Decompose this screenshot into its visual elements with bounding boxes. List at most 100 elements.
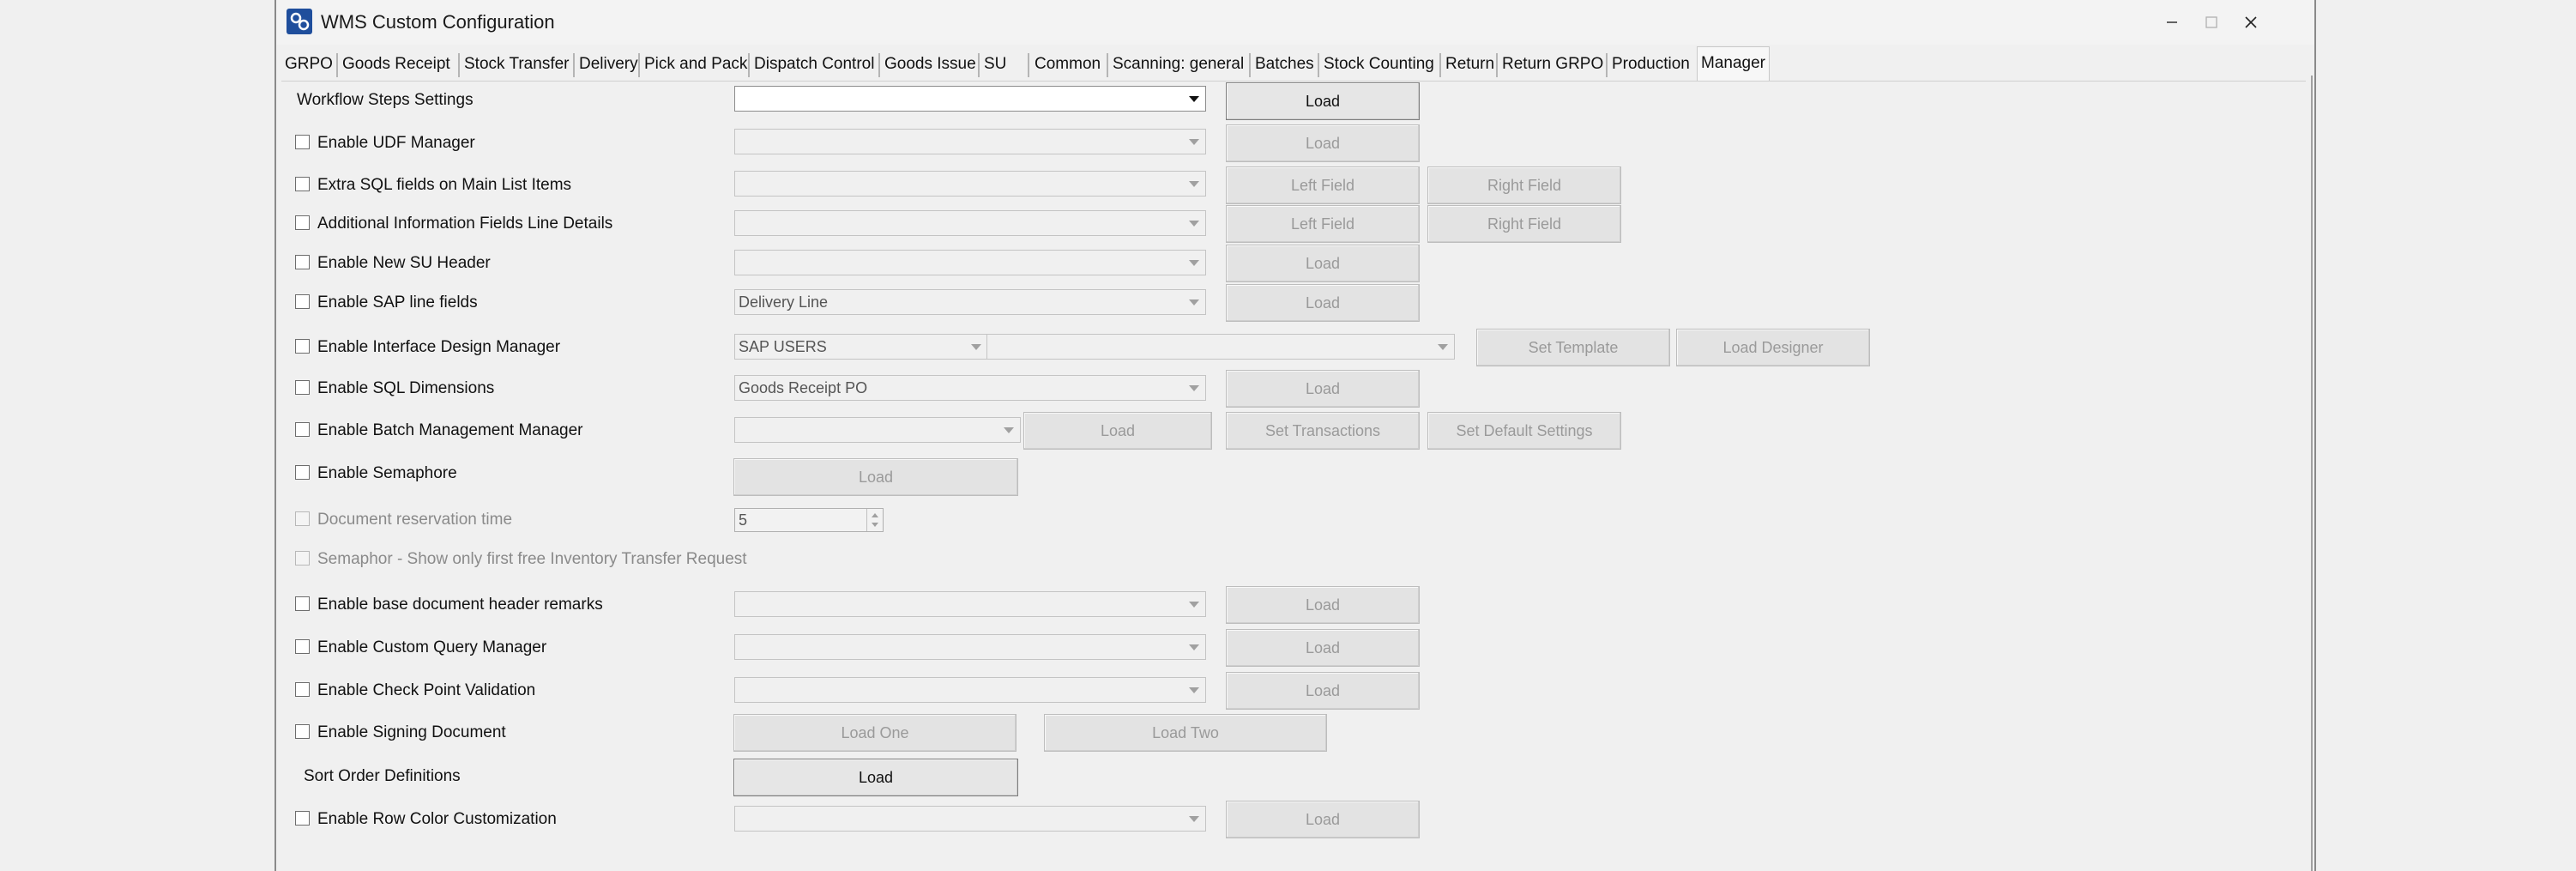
set-transactions-button[interactable]: Set Transactions	[1226, 412, 1420, 450]
tab-goods-receipt[interactable]: Goods Receipt	[342, 55, 450, 73]
chevron-down-icon	[1187, 211, 1201, 235]
su-header-combo[interactable]	[734, 250, 1206, 275]
tab-strip: GRPO Goods Receipt Stock Transfer Delive…	[281, 46, 2306, 82]
sap-line-checkbox[interactable]	[295, 294, 310, 309]
configuration-window: WMS Custom Configuration GRPO Goods Rece…	[274, 0, 2316, 871]
row-color-checkbox[interactable]	[295, 811, 310, 826]
row-color-load-button[interactable]: Load	[1226, 801, 1420, 838]
batch-load-button[interactable]: Load	[1023, 412, 1212, 450]
additional-info-left-field-button[interactable]: Left Field	[1226, 205, 1420, 243]
semaphore-label: Enable Semaphore	[317, 464, 457, 482]
extra-sql-left-field-button[interactable]: Left Field	[1226, 166, 1420, 204]
header-remarks-combo[interactable]	[734, 591, 1206, 617]
additional-info-right-field-button[interactable]: Right Field	[1427, 205, 1621, 243]
su-header-load-button[interactable]: Load	[1226, 245, 1420, 282]
sap-line-label: Enable SAP line fields	[317, 293, 478, 312]
tab-scanning-general[interactable]: Scanning: general	[1113, 55, 1245, 73]
load-designer-button[interactable]: Load Designer	[1676, 329, 1870, 366]
sql-dimensions-combo[interactable]: Goods Receipt PO	[734, 375, 1206, 401]
tab-stock-transfer[interactable]: Stock Transfer	[464, 55, 570, 73]
semaphor-first-label: Semaphor - Show only first free Inventor…	[317, 550, 747, 568]
maximize-button[interactable]	[2177, 3, 2246, 41]
batch-management-label: Enable Batch Management Manager	[317, 421, 583, 439]
panel-border	[2311, 76, 2313, 871]
interface-user-combo[interactable]: SAP USERS	[734, 334, 988, 360]
tab-su[interactable]: SU	[984, 55, 1007, 73]
reservation-time-checkbox[interactable]	[295, 511, 310, 526]
load-one-button[interactable]: Load One	[733, 714, 1017, 752]
batch-management-checkbox[interactable]	[295, 422, 310, 437]
reservation-time-input[interactable]: 5	[734, 508, 884, 532]
chevron-down-icon	[1187, 172, 1201, 196]
load-two-button[interactable]: Load Two	[1044, 714, 1327, 752]
sap-line-combo[interactable]: Delivery Line	[734, 289, 1206, 315]
tab-dispatch-control[interactable]: Dispatch Control	[754, 55, 875, 73]
tab-pick-and-pack[interactable]: Pick and Pack	[644, 55, 748, 73]
udf-load-button[interactable]: Load	[1226, 124, 1420, 162]
set-default-settings-button[interactable]: Set Default Settings	[1427, 412, 1621, 450]
tab-separator	[1496, 53, 1498, 77]
tab-return-grpo[interactable]: Return GRPO	[1502, 55, 1604, 73]
batch-management-combo[interactable]	[734, 417, 1021, 443]
tab-separator	[1107, 53, 1108, 77]
interface-checkbox[interactable]	[295, 339, 310, 354]
chevron-down-icon	[1187, 290, 1201, 314]
tab-manager[interactable]: Manager	[1697, 46, 1770, 81]
tab-goods-issue[interactable]: Goods Issue	[884, 55, 976, 73]
semaphore-checkbox[interactable]	[295, 465, 310, 480]
checkpoint-checkbox[interactable]	[295, 682, 310, 697]
tab-stock-counting[interactable]: Stock Counting	[1324, 55, 1434, 73]
sql-dimensions-load-button[interactable]: Load	[1226, 370, 1420, 408]
chevron-down-icon	[1187, 376, 1201, 400]
header-remarks-load-button[interactable]: Load	[1226, 586, 1420, 624]
sql-dimensions-checkbox[interactable]	[295, 380, 310, 395]
tab-separator	[1439, 53, 1441, 77]
spinner-arrows-icon[interactable]	[866, 509, 883, 531]
custom-query-load-button[interactable]: Load	[1226, 629, 1420, 667]
extra-sql-combo[interactable]	[734, 171, 1206, 197]
additional-info-combo[interactable]	[734, 210, 1206, 236]
set-template-button[interactable]: Set Template	[1476, 329, 1670, 366]
tab-grpo[interactable]: GRPO	[285, 55, 333, 73]
custom-query-combo[interactable]	[734, 634, 1206, 660]
tab-return[interactable]: Return	[1445, 55, 1495, 73]
tab-batches[interactable]: Batches	[1255, 55, 1314, 73]
sort-order-label: Sort Order Definitions	[304, 767, 461, 785]
signing-document-checkbox[interactable]	[295, 724, 310, 739]
tab-separator	[748, 53, 750, 77]
extra-sql-checkbox[interactable]	[295, 177, 310, 191]
su-header-label: Enable New SU Header	[317, 254, 491, 272]
close-button[interactable]	[2217, 3, 2285, 41]
extra-sql-label: Extra SQL fields on Main List Items	[317, 176, 572, 194]
interface-label: Enable Interface Design Manager	[317, 338, 561, 356]
interface-template-combo[interactable]	[986, 334, 1455, 360]
minimize-button[interactable]	[2138, 3, 2206, 41]
additional-info-label: Additional Information Fields Line Detai…	[317, 215, 613, 233]
right-background	[2316, 0, 2576, 871]
sort-order-load-button[interactable]: Load	[733, 759, 1018, 796]
tab-separator	[1028, 53, 1029, 77]
checkpoint-combo[interactable]	[734, 677, 1206, 703]
tab-delivery[interactable]: Delivery	[579, 55, 638, 73]
workflow-load-button[interactable]: Load	[1226, 82, 1420, 120]
additional-info-checkbox[interactable]	[295, 215, 310, 230]
sql-dimensions-label: Enable SQL Dimensions	[317, 379, 495, 397]
tab-production[interactable]: Production	[1612, 55, 1690, 73]
chevron-down-icon	[1187, 130, 1201, 154]
tab-separator	[638, 53, 640, 77]
udf-checkbox[interactable]	[295, 135, 310, 149]
su-header-checkbox[interactable]	[295, 255, 310, 269]
checkpoint-load-button[interactable]: Load	[1226, 672, 1420, 710]
header-remarks-checkbox[interactable]	[295, 596, 310, 611]
sap-line-load-button[interactable]: Load	[1226, 284, 1420, 322]
semaphor-first-checkbox[interactable]	[295, 551, 310, 566]
extra-sql-right-field-button[interactable]: Right Field	[1427, 166, 1621, 204]
udf-combo[interactable]	[734, 129, 1206, 154]
row-color-combo[interactable]	[734, 806, 1206, 832]
manager-panel: Workflow Steps Settings Load Enable UDF …	[276, 82, 2314, 871]
custom-query-checkbox[interactable]	[295, 639, 310, 654]
workflow-combo[interactable]	[734, 86, 1206, 112]
tab-separator	[1318, 53, 1319, 77]
semaphore-load-button[interactable]: Load	[733, 458, 1018, 496]
tab-common[interactable]: Common	[1035, 55, 1101, 73]
